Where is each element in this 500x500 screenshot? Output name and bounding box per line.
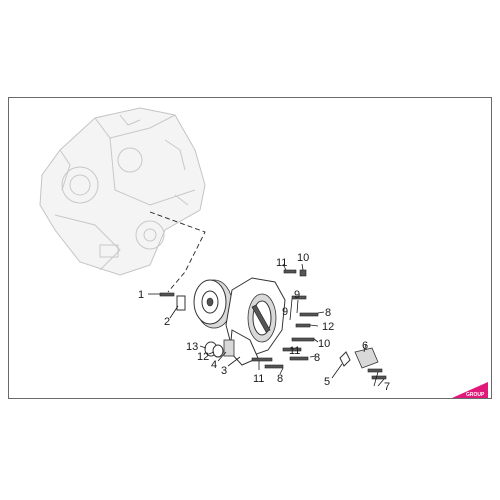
callout-9b: 9 bbox=[282, 306, 288, 318]
callout-12a: 12 bbox=[322, 321, 334, 333]
callout-1: 1 bbox=[138, 289, 144, 301]
engine-block-ghost bbox=[39, 107, 206, 276]
callout-2: 2 bbox=[164, 316, 170, 328]
callout-8a: 8 bbox=[325, 307, 331, 319]
bracket-2 bbox=[176, 295, 186, 311]
screw-7b bbox=[371, 375, 387, 380]
washer-10a bbox=[299, 269, 307, 277]
leader-lines bbox=[148, 263, 385, 387]
callout-11c: 11 bbox=[253, 373, 264, 385]
callout-5: 5 bbox=[324, 376, 330, 388]
callout-13: 13 bbox=[186, 341, 198, 353]
generator-cover bbox=[225, 277, 286, 366]
brand-logo: GROUP bbox=[452, 382, 488, 398]
callout-10a: 10 bbox=[297, 252, 309, 264]
assembly-guide-line bbox=[149, 211, 206, 293]
callout-9a: 9 bbox=[294, 289, 300, 301]
callout-11a: 11 bbox=[276, 257, 287, 269]
bolt-11a bbox=[283, 269, 297, 274]
callout-8b: 8 bbox=[314, 352, 320, 364]
callout-3: 3 bbox=[221, 365, 227, 377]
rotor-flywheel bbox=[193, 279, 233, 329]
callout-10b: 10 bbox=[318, 338, 330, 350]
clip-5 bbox=[339, 351, 351, 367]
bolt-8a bbox=[299, 312, 319, 317]
callout-8c: 8 bbox=[277, 373, 283, 385]
callout-12b: 12 bbox=[197, 351, 209, 363]
callout-6: 6 bbox=[362, 340, 368, 352]
sensor-6 bbox=[354, 347, 379, 369]
callout-4: 4 bbox=[211, 359, 217, 371]
bolt-12a bbox=[295, 323, 311, 328]
bolt-8c bbox=[264, 364, 284, 369]
bolt-8b bbox=[289, 356, 309, 361]
diagram-frame bbox=[8, 97, 492, 399]
seal-4 bbox=[223, 339, 235, 357]
bolt-10b bbox=[291, 337, 315, 342]
callout-7: 7 bbox=[384, 381, 390, 393]
bolt-11b bbox=[282, 347, 302, 352]
bolt-11c bbox=[251, 357, 273, 362]
bolt-1 bbox=[159, 292, 175, 297]
screw-7a bbox=[367, 368, 383, 373]
callout-11b: 11 bbox=[289, 345, 300, 357]
callout-labels: 1 2 3 4 5 6 7 8 8 8 9 9 10 10 11 11 11 1… bbox=[138, 252, 390, 393]
bolt-9a bbox=[291, 295, 307, 300]
small-parts bbox=[159, 269, 387, 380]
washer-12 bbox=[212, 344, 224, 358]
logo-text: GROUP bbox=[466, 392, 485, 398]
